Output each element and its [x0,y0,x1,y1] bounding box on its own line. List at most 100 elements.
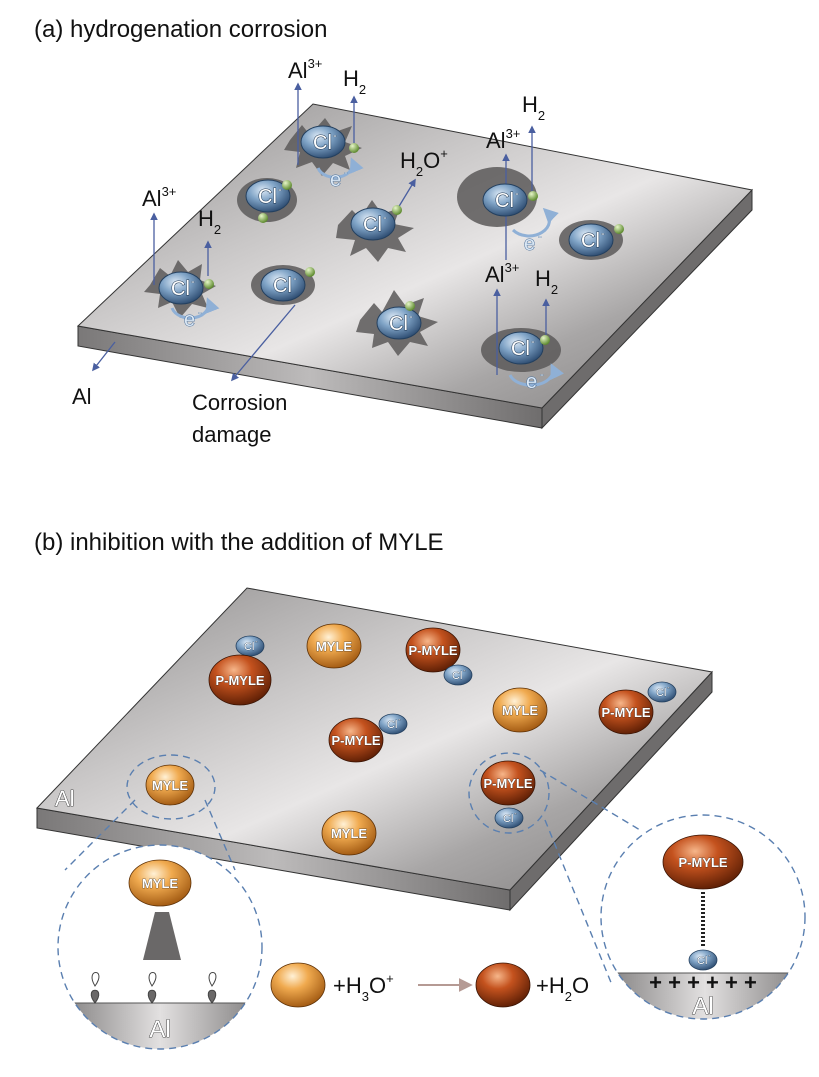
svg-text:Cl: Cl [387,719,397,731]
chloride-small: Cl- [235,635,265,657]
chloride-ion: Cl- [245,179,291,213]
svg-text:-: - [540,369,544,381]
zoom-connectors [64,752,641,986]
svg-text:P-MYLE: P-MYLE [215,673,264,688]
pmyle-molecule: P-MYLE [598,689,654,735]
svg-text:-: - [255,637,258,646]
panel-a-damage-label-2: damage [192,422,272,447]
svg-text:-: - [293,273,297,285]
svg-text:Al3+: Al3+ [485,260,519,287]
panel-a-hydrogen-atoms [204,143,624,345]
equation-pmyle-sphere [475,962,531,1008]
svg-text:P-MYLE: P-MYLE [408,643,457,658]
chloride-ion: Cl- [158,271,204,305]
svg-text:Cl: Cl [452,670,462,682]
svg-text:H2: H2 [198,206,221,237]
svg-text:Cl: Cl [495,190,514,212]
panel-a-electrons [170,157,564,387]
myle-molecule: MYLE [492,687,548,733]
svg-text:Al3+: Al3+ [486,126,520,153]
chloride-ion: Cl- [300,125,346,159]
myle-molecule: MYLE [128,859,192,907]
svg-text:-: - [515,188,519,200]
svg-text:MYLE: MYLE [316,639,352,654]
svg-text:-: - [398,715,401,724]
panel-a-electron-labels: e- e- e- e- [184,167,545,394]
zoom-right-substrate-label: Al [692,993,713,1020]
myle-molecule: MYLE [321,810,377,856]
svg-text:Cl: Cl [363,214,382,236]
chloride-ion: Cl- [260,268,306,302]
panel-a-arrows [92,82,550,382]
svg-text:Cl: Cl [511,338,530,360]
svg-text:P-MYLE: P-MYLE [483,776,532,791]
svg-text:Cl: Cl [258,186,277,208]
chloride-small: Cl- [688,949,718,971]
svg-text:H2O+: H2O+ [400,146,448,179]
pmyle-molecule: P-MYLE [328,717,384,763]
equation-myle-sphere [270,962,326,1008]
svg-text:Cl: Cl [697,955,707,967]
svg-text:-: - [333,130,337,142]
protonation-equation: +H3O+ +H2O [270,962,589,1008]
myle-molecule: MYLE [145,764,195,806]
zoom-left: MYLE Al [57,844,263,1050]
svg-text:MYLE: MYLE [502,703,538,718]
svg-text:-: - [198,307,202,319]
svg-text:MYLE: MYLE [331,826,367,841]
svg-text:-: - [601,228,605,240]
svg-text:-: - [191,276,195,288]
chloride-ion: Cl- [376,306,422,340]
chloride-small: Cl- [647,681,677,703]
zoom-right: P-MYLE Cl- + + + + + + Al [600,814,806,1020]
svg-text:P-MYLE: P-MYLE [331,733,380,748]
chloride-small: Cl- [378,713,408,735]
svg-text:MYLE: MYLE [152,778,188,793]
svg-text:H2: H2 [535,266,558,297]
svg-text:Cl: Cl [273,275,292,297]
svg-text:Cl: Cl [503,813,513,825]
svg-text:P-MYLE: P-MYLE [601,705,650,720]
surface-charges: + + + + + + [649,970,757,995]
myle-molecule: MYLE [306,623,362,669]
svg-text:Al3+: Al3+ [288,56,322,83]
svg-text:H2: H2 [343,66,366,97]
svg-text:Cl: Cl [244,641,254,653]
svg-text:-: - [383,212,387,224]
panel-b-molecules: Cl- P-MYLE MYLE P-MYLE Cl- MYLE Cl- P-M [145,623,677,856]
equation-reactant: +H3O+ [333,971,394,1004]
pmyle-molecule: P-MYLE [480,760,536,806]
pmyle-molecule: P-MYLE [662,834,744,890]
panel-b-title: (b) inhibition with the addition of MYLE [34,529,444,556]
svg-text:P-MYLE: P-MYLE [678,855,727,870]
equation-product: +H2O [536,973,589,1004]
svg-text:-: - [538,231,542,243]
pmyle-molecule: P-MYLE [405,627,461,673]
chloride-ion: Cl- [482,183,528,217]
svg-text:-: - [463,666,466,675]
svg-text:MYLE: MYLE [142,876,178,891]
svg-text:Cl: Cl [171,278,190,300]
orbital-icons [90,972,217,1004]
svg-text:e: e [330,169,341,191]
panel-b-substrate-label: Al [55,786,75,811]
chloride-small: Cl- [443,664,473,686]
svg-text:-: - [409,311,413,323]
panel-a-substrate-label: Al [72,384,92,409]
chloride-ion: Cl- [498,331,544,365]
svg-text:e: e [526,371,537,393]
svg-text:-: - [667,683,670,692]
svg-text:-: - [708,951,711,960]
svg-text:Cl: Cl [581,230,600,252]
panel-a-product-labels: Al3+ H2 H2O+ Al3+ H2 Al3+ H2 Al3+ H2 [142,56,558,297]
zoom-left-substrate-label: Al [149,1016,170,1043]
svg-text:H2: H2 [522,92,545,123]
svg-text:-: - [531,336,535,348]
svg-text:Cl: Cl [656,687,666,699]
pmyle-molecule: P-MYLE [208,654,272,706]
svg-text:e: e [184,309,195,331]
svg-text:e: e [524,233,535,255]
svg-text:-: - [278,184,282,196]
svg-text:-: - [514,809,517,818]
